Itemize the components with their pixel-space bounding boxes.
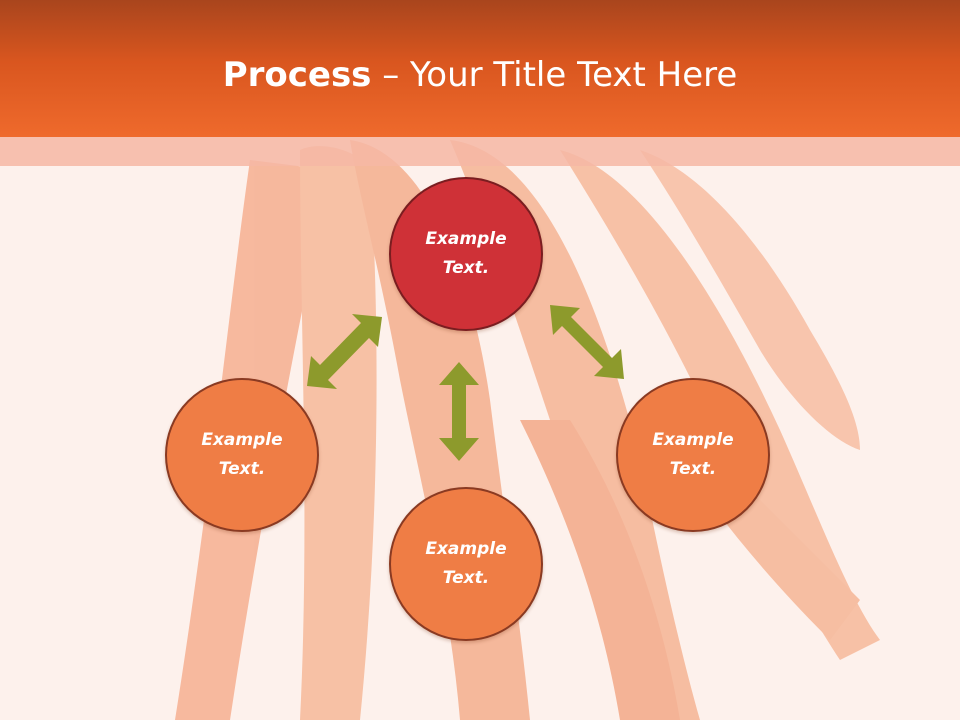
double-arrow-icon	[550, 305, 624, 379]
title-bar	[0, 0, 960, 137]
slide-title: Process – Your Title Text Here	[0, 50, 960, 100]
process-step-right: Example Text.	[616, 378, 770, 532]
double-arrow-icon	[439, 362, 479, 461]
header-band	[0, 137, 960, 166]
title-rest: – Your Title Text Here	[371, 55, 738, 95]
process-step-left: Example Text.	[165, 378, 319, 532]
process-step-bottom-label: Example Text.	[425, 539, 507, 588]
process-step-right-label: Example Text.	[652, 430, 734, 479]
process-step-bottom: Example Text.	[389, 487, 543, 641]
process-step-left-label: Example Text.	[201, 430, 283, 479]
process-step-top-label: Example Text.	[425, 229, 507, 278]
title-bold: Process	[222, 55, 372, 95]
process-step-top: Example Text.	[389, 177, 543, 331]
double-arrow-icon	[307, 314, 382, 389]
